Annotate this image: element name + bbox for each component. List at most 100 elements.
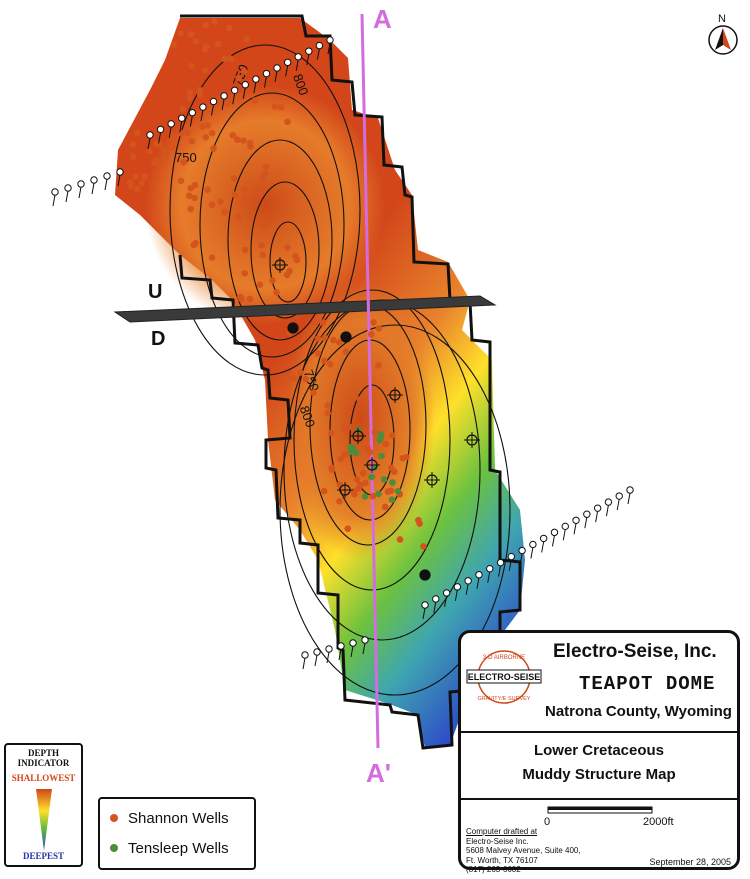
legend-label: Tensleep Wells [128,839,229,857]
shannon-well-marker [186,89,194,96]
well-symbol-icon [188,108,197,127]
shannon-well-marker [314,350,322,357]
shannon-well-marker [208,201,216,209]
scale-end: 2000ft [643,816,674,828]
fault-upthrown-label: U [148,281,162,303]
shannon-well-marker [353,476,361,483]
svg-text:ELECTRO-SEISE: ELECTRO-SEISE [468,672,541,682]
shannon-well-marker [387,487,395,494]
shannon-well-marker [132,173,140,180]
well-symbol-icon [424,472,440,488]
shannon-well-marker [255,191,263,198]
northern-high [145,85,385,325]
scale-bar [547,806,653,814]
shannon-well-marker [187,30,195,38]
shannon-well-marker [328,464,336,472]
shannon-well-marker [271,103,279,110]
shannon-well-marker [225,99,232,107]
well-symbol-icon [464,432,480,448]
well-symbol-icon [283,58,292,77]
shannon-well-marker [336,481,344,488]
shannon-well-marker [241,246,249,254]
shannon-well-marker [341,425,349,433]
shannon-well-marker [321,334,328,342]
well-symbol-icon [326,36,334,55]
shannon-well-marker [258,241,266,249]
shannon-well-marker [290,374,298,382]
shannon-well-marker [210,145,217,152]
tensleep-well-marker [378,452,385,460]
shannon-well-marker [337,455,344,463]
shannon-well-marker [202,43,210,50]
tensleep-dot-icon [110,844,118,852]
well-symbol-icon [486,564,494,583]
shannon-well-marker [146,147,153,155]
shannon-well-marker [230,175,238,182]
well-symbol-icon [561,522,569,541]
shannon-well-marker [243,36,250,43]
shannon-well-marker [362,479,369,487]
well-symbol-icon [231,86,239,105]
well-symbol-icon [90,176,98,195]
shannon-well-marker [296,369,304,376]
well-symbol-icon [272,257,288,273]
credit-phone: (817) 263-6602 [466,865,521,874]
credit-block: Computer drafted at Electro-Seise Inc. 5… [466,827,581,875]
shannon-well-marker [341,451,349,458]
shannon-well-marker [238,295,245,303]
shannon-well-marker [403,453,410,461]
section-end-label: A' [366,758,391,788]
well-symbol-icon [51,188,59,207]
shallowest-label: SHALLOWEST [11,773,76,783]
shannon-well-marker [241,186,248,193]
shannon-well-marker [229,131,237,139]
shannon-well-marker [346,423,354,431]
shannon-well-marker [129,141,137,148]
well-symbol-icon [464,577,472,595]
well-symbol-icon [337,482,353,498]
shannon-well-marker [320,487,328,495]
well-symbol-icon [364,457,380,473]
shannon-well-marker [185,192,193,200]
well-symbol-icon [453,583,462,601]
shannon-well-marker [231,191,239,198]
well-symbol-icon [518,546,526,565]
shannon-well-marker [134,129,141,137]
shannon-well-marker [179,105,187,112]
shannon-well-marker [221,55,228,63]
shannon-well-marker [391,468,398,476]
well-symbol-icon [273,64,281,83]
well-symbol-icon [77,180,85,199]
producing-well-icon [287,322,299,334]
shannon-well-marker [204,122,211,129]
well-symbol-icon [604,498,613,517]
shannon-well-marker [235,74,242,82]
shannon-well-marker [326,360,334,368]
shannon-well-marker [273,289,280,296]
shannon-well-marker [133,185,141,193]
well-symbol-icon [572,516,580,535]
svg-text:3-D AIRBORNE: 3-D AIRBORNE [483,655,525,661]
north-arrow-icon [708,25,738,55]
credit-address2: Ft. Worth, TX 76107 [466,855,538,865]
shannon-well-marker [371,428,379,436]
shannon-well-marker [330,336,337,344]
tensleep-well-marker [389,479,396,486]
shannon-well-marker [327,429,335,437]
well-symbol-icon [294,53,302,71]
deepest-label: DEEPEST [22,851,64,861]
contour-label: 750 [301,368,323,394]
well-symbol-icon [349,639,357,658]
producing-well-icon [419,569,431,581]
shannon-well-marker [154,140,162,148]
credit-header: Computer drafted at [466,827,538,836]
tensleep-well-marker [388,496,396,503]
shannon-well-marker [382,440,390,448]
shannon-well-marker [375,325,383,332]
well-symbol-icon [583,510,591,529]
shannon-well-marker [283,271,291,279]
shannon-well-marker [335,339,343,346]
shannon-well-marker [214,40,222,48]
well-symbol-icon [116,168,124,187]
shannon-well-marker [342,348,350,355]
